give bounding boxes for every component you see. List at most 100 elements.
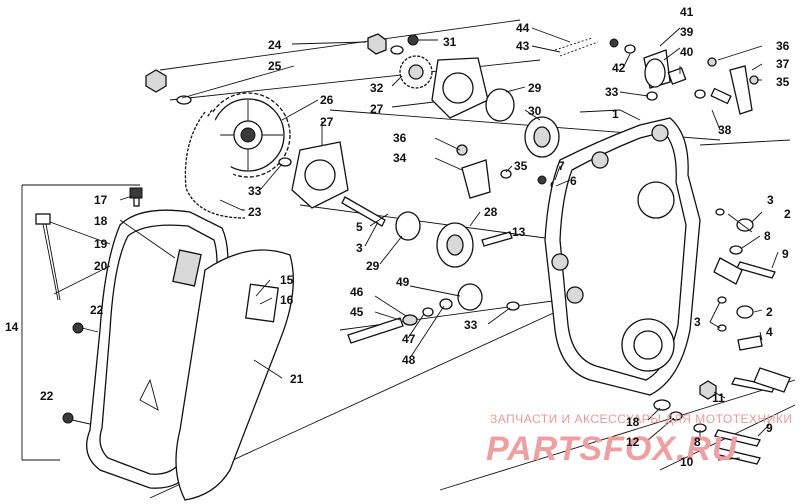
callout-40: 40 [680, 45, 694, 59]
shaft-5 [341, 196, 386, 227]
callout-35-right: 35 [776, 75, 790, 89]
callout-33-mid: 33 [464, 318, 478, 332]
callout-36-right: 36 [776, 39, 790, 53]
callout-26: 26 [320, 93, 334, 107]
callout-8-upper: 8 [764, 229, 771, 243]
washer-8-upper [729, 245, 743, 255]
callout-2-upper: 2 [784, 207, 791, 221]
callout-29-upper: 29 [528, 81, 542, 95]
callout-31: 31 [443, 35, 457, 49]
bearing-plate-lower [291, 141, 349, 209]
callout-34: 34 [393, 151, 407, 165]
callout-23: 23 [248, 205, 262, 219]
callout-41: 41 [680, 5, 694, 19]
spacer-39-40 [643, 49, 687, 89]
watermark: ЗАПЧАСТИ И АКСЕССУАРЫ ДЛЯ МОТОТЕХНИКИ PA… [486, 412, 792, 468]
callout-27-lower: 27 [320, 115, 334, 129]
callout-18-left: 18 [94, 214, 108, 228]
callout-47: 47 [402, 332, 416, 346]
callout-39: 39 [680, 25, 694, 39]
callout-43: 43 [516, 39, 530, 53]
callout-8-lower: 8 [694, 435, 701, 449]
nut-upper-left [145, 69, 167, 93]
callout-7: 7 [558, 159, 565, 173]
spring-43-44 [554, 37, 599, 57]
callout-18-right: 18 [626, 415, 640, 429]
fill-plug-17 [129, 187, 143, 207]
callout-1: 1 [612, 107, 619, 121]
callout-3-mid: 3 [356, 241, 363, 255]
callout-5: 5 [356, 220, 363, 234]
callout-9-upper: 9 [782, 247, 789, 261]
callout-11: 11 [712, 391, 725, 405]
callout-19: 19 [94, 237, 108, 251]
callout-3-right-lower: 3 [694, 315, 701, 329]
callout-44: 44 [516, 21, 530, 35]
stud-4 [737, 335, 763, 351]
bolt-45 [347, 317, 404, 344]
dipstick-19 [35, 213, 61, 301]
callout-22-upper: 22 [90, 303, 104, 317]
cover-screws-22 [62, 322, 99, 425]
watermark-tagline: ЗАПЧАСТИ И АКСЕССУАРЫ ДЛЯ МОТОТЕХНИКИ [490, 412, 792, 426]
callout-37: 37 [776, 57, 790, 71]
callout-numbers: 24 25 26 27 33 23 31 32 27 29 30 44 43 3… [5, 5, 791, 469]
callout-4: 4 [766, 325, 773, 339]
bracket-34 [461, 159, 491, 199]
watermark-logo: PARTSFOX.RU [486, 430, 738, 468]
callout-33-top: 33 [605, 85, 619, 99]
callout-9-lower: 9 [766, 421, 773, 435]
callout-46: 46 [350, 285, 364, 299]
callout-16: 16 [280, 293, 294, 307]
callout-14: 14 [5, 320, 19, 334]
tensioner-arm-37-38 [694, 57, 759, 115]
drive-chain [184, 109, 246, 219]
cover-gasket [175, 249, 294, 501]
callout-24: 24 [268, 38, 282, 52]
o-ring-29-upper [485, 88, 515, 122]
callout-13: 13 [512, 225, 526, 239]
callout-25: 25 [268, 59, 282, 73]
bearing-30 [524, 116, 560, 158]
callout-12: 12 [626, 435, 640, 449]
plugs-2 [736, 218, 754, 319]
callout-leaders [49, 27, 779, 461]
callout-49: 49 [396, 275, 410, 289]
washer-33-top [646, 91, 658, 101]
washer-25 [176, 95, 192, 105]
callout-48: 48 [402, 353, 416, 367]
callout-3-right-upper: 3 [767, 193, 774, 207]
callout-17: 17 [94, 193, 108, 207]
callout-32: 32 [370, 81, 384, 95]
chaincase-housing [544, 117, 701, 396]
callout-2-lower: 2 [766, 305, 773, 319]
large-sprocket [205, 92, 291, 178]
washer-31 [390, 45, 404, 55]
callout-6: 6 [570, 174, 577, 188]
callout-30: 30 [528, 104, 542, 118]
nut-24 [367, 33, 387, 55]
callout-35-mid: 35 [514, 159, 528, 173]
bearing-28 [436, 222, 474, 268]
washer-46 [402, 314, 418, 326]
callout-36-mid: 36 [393, 131, 407, 145]
callout-28: 28 [484, 205, 498, 219]
callout-45: 45 [350, 305, 364, 319]
callout-22-lower: 22 [40, 389, 54, 403]
bearing-plate-upper [431, 57, 489, 119]
callout-33-left: 33 [248, 184, 262, 198]
washer-35 [500, 169, 512, 179]
orings-3 [715, 208, 727, 332]
washer-47 [422, 307, 434, 317]
small-sprocket [399, 55, 433, 89]
nut-11 [699, 380, 717, 400]
callout-10: 10 [680, 455, 694, 469]
bushing-49 [457, 283, 483, 311]
callout-38: 38 [718, 123, 732, 137]
washers-41-42 [609, 38, 636, 54]
bottom-hardware [653, 399, 761, 465]
callout-42: 42 [612, 61, 626, 75]
callout-21: 21 [290, 372, 304, 386]
